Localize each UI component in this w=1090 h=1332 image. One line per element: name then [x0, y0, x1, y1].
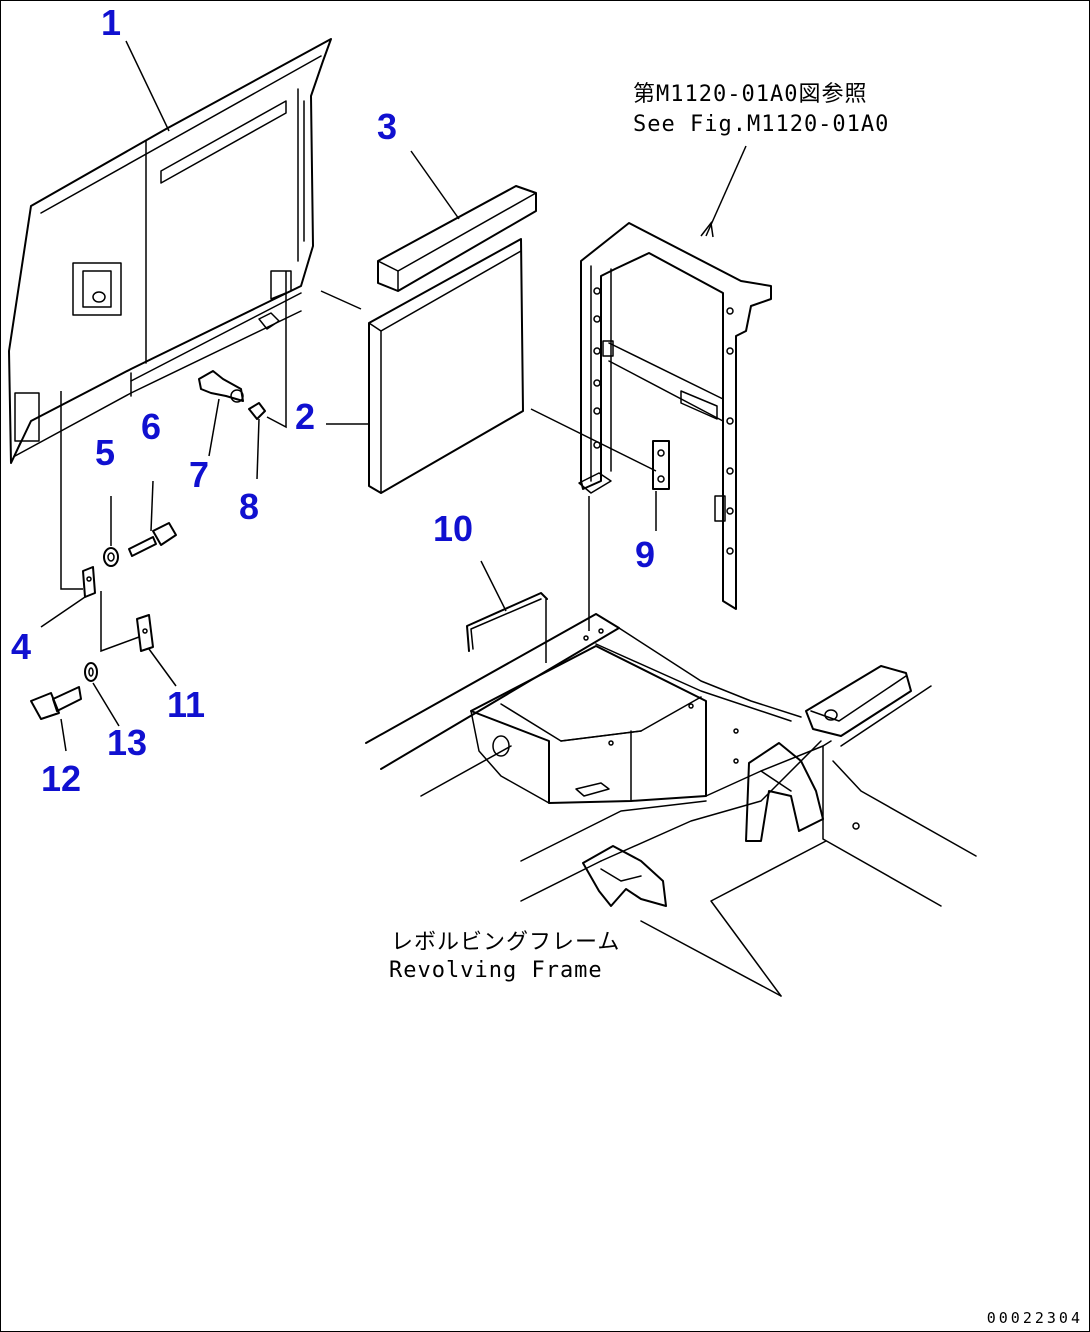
pin-part-7 — [198, 370, 244, 403]
door-panel-part-1 — [8, 38, 332, 464]
document-number: 00022304 — [986, 1309, 1083, 1327]
cushion-block-part-3 — [377, 185, 537, 292]
callout-13: 13 — [107, 722, 148, 763]
washer-part-8 — [248, 402, 266, 420]
bolt-part-6 — [128, 522, 177, 557]
callout-10: 10 — [433, 508, 474, 549]
callout-11: 11 — [167, 684, 206, 725]
callout-1: 1 — [101, 2, 122, 43]
washer-part-13 — [84, 662, 98, 682]
bracket-part-4 — [82, 566, 96, 598]
plate-part-11 — [136, 614, 154, 652]
washer-part-5 — [103, 547, 119, 567]
callout-3: 3 — [377, 106, 398, 147]
revolving-frame — [365, 613, 977, 997]
see-fig-note-jp: 第M1120-01A0図参照 — [633, 82, 868, 107]
callout-5: 5 — [95, 432, 116, 473]
callout-8: 8 — [239, 486, 260, 527]
plate-part-9 — [652, 440, 670, 490]
panel-block-part-2 — [368, 238, 524, 494]
leader-lines — [40, 40, 747, 752]
bolt-part-12 — [30, 686, 82, 720]
callout-2: 2 — [295, 396, 316, 437]
revolving-frame-label-en: Revolving Frame — [389, 958, 603, 983]
revolving-frame-label-jp: レボルビングフレーム — [391, 930, 621, 955]
callout-12: 12 — [41, 758, 82, 799]
rod-part-10 — [466, 592, 548, 652]
callout-6: 6 — [141, 406, 162, 447]
bracket-frame — [578, 222, 772, 610]
see-fig-note-en: See Fig.M1120-01A0 — [633, 112, 890, 137]
callout-7: 7 — [189, 454, 210, 495]
callout-4: 4 — [11, 626, 32, 667]
callout-9: 9 — [635, 534, 656, 575]
